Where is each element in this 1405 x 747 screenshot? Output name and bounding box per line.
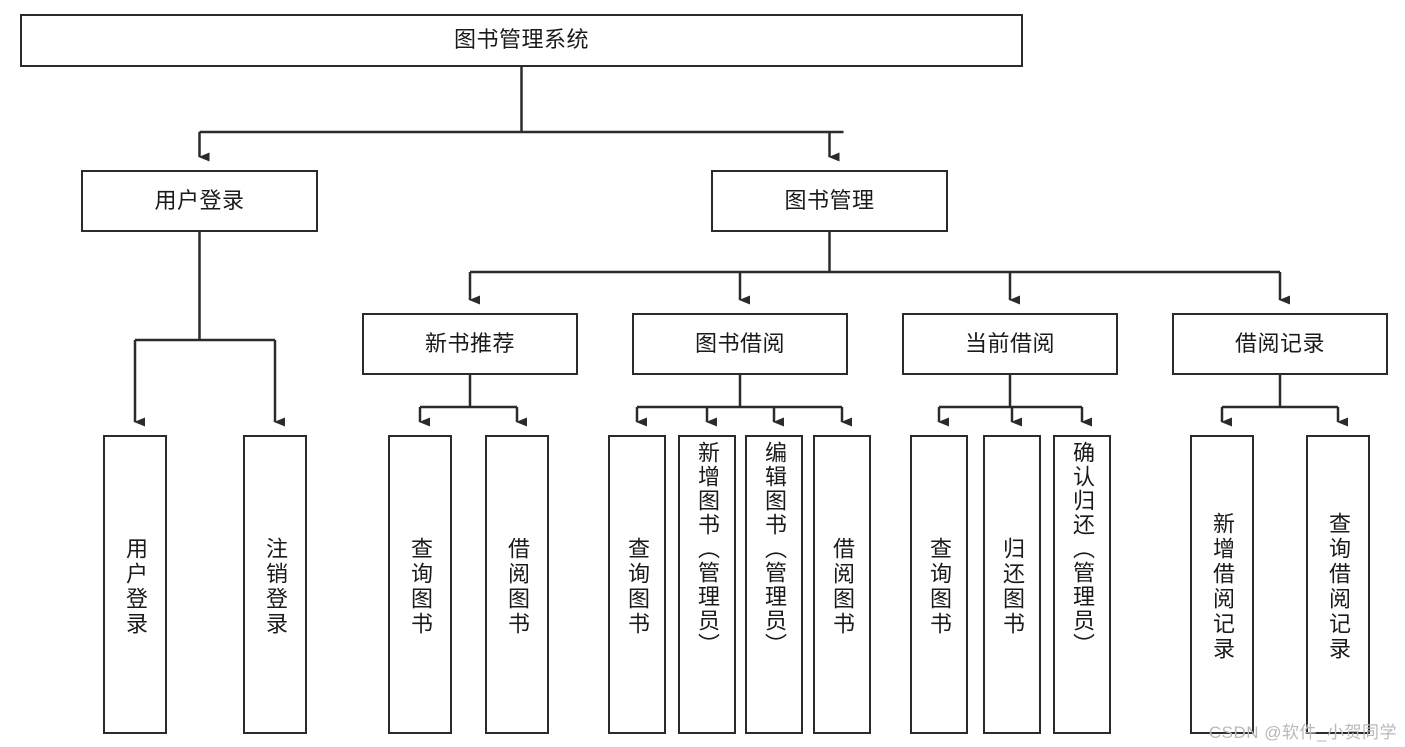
- node-leaf-borrow-add[interactable]: 新增图书（管理员）: [678, 435, 736, 734]
- node-current-borrow[interactable]: 当前借阅: [902, 313, 1118, 375]
- node-user-login[interactable]: 用户登录: [81, 170, 318, 232]
- node-leaf-borrow-query-label: 查询图书: [625, 536, 650, 637]
- node-current-borrow-label: 当前借阅: [964, 330, 1055, 356]
- node-borrow-record-label: 借阅记录: [1234, 330, 1325, 356]
- node-book-borrow[interactable]: 图书借阅: [632, 313, 848, 375]
- node-leaf-borrow-query[interactable]: 查询图书: [608, 435, 666, 734]
- node-leaf-cur-confirm-label: 确认归还（管理员）: [1070, 441, 1095, 657]
- node-book-manage[interactable]: 图书管理: [711, 170, 948, 232]
- node-leaf-rec-query2-label: 查询借阅记录: [1326, 511, 1351, 662]
- node-new-book-rec-label: 新书推荐: [424, 330, 515, 356]
- node-root-label: 图书管理系统: [453, 27, 589, 53]
- node-leaf-rec-borrow[interactable]: 借阅图书: [485, 435, 549, 734]
- node-leaf-borrow-add-label: 新增图书（管理员）: [695, 441, 720, 657]
- node-leaf-borrow-edit-label: 编辑图书（管理员）: [762, 441, 787, 657]
- node-book-manage-label: 图书管理: [784, 187, 875, 213]
- node-leaf-cur-return-label: 归还图书: [1000, 536, 1025, 637]
- node-leaf-cur-confirm[interactable]: 确认归还（管理员）: [1053, 435, 1111, 734]
- node-leaf-user-login[interactable]: 用户登录: [103, 435, 167, 734]
- node-leaf-rec-query2[interactable]: 查询借阅记录: [1306, 435, 1370, 734]
- node-book-borrow-label: 图书借阅: [694, 330, 785, 356]
- node-leaf-rec-add-label: 新增借阅记录: [1210, 511, 1235, 662]
- node-user-login-label: 用户登录: [154, 187, 245, 213]
- node-leaf-rec-borrow-label: 借阅图书: [505, 536, 530, 637]
- node-leaf-user-logout[interactable]: 注销登录: [243, 435, 307, 734]
- node-leaf-user-logout-label: 注销登录: [263, 536, 288, 637]
- node-leaf-cur-query-label: 查询图书: [927, 536, 952, 637]
- node-leaf-borrow-do[interactable]: 借阅图书: [813, 435, 871, 734]
- node-leaf-borrow-edit[interactable]: 编辑图书（管理员）: [745, 435, 803, 734]
- node-leaf-cur-return[interactable]: 归还图书: [983, 435, 1041, 734]
- csdn-watermark: CSDN @软件_小贺同学: [1208, 723, 1397, 742]
- node-borrow-record[interactable]: 借阅记录: [1172, 313, 1388, 375]
- node-leaf-cur-query[interactable]: 查询图书: [910, 435, 968, 734]
- node-leaf-borrow-do-label: 借阅图书: [830, 536, 855, 637]
- node-leaf-rec-query-label: 查询图书: [408, 536, 433, 637]
- node-root[interactable]: 图书管理系统: [20, 14, 1023, 67]
- node-new-book-rec[interactable]: 新书推荐: [362, 313, 578, 375]
- node-leaf-rec-add[interactable]: 新增借阅记录: [1190, 435, 1254, 734]
- node-leaf-rec-query[interactable]: 查询图书: [388, 435, 452, 734]
- node-leaf-user-login-label: 用户登录: [123, 536, 148, 637]
